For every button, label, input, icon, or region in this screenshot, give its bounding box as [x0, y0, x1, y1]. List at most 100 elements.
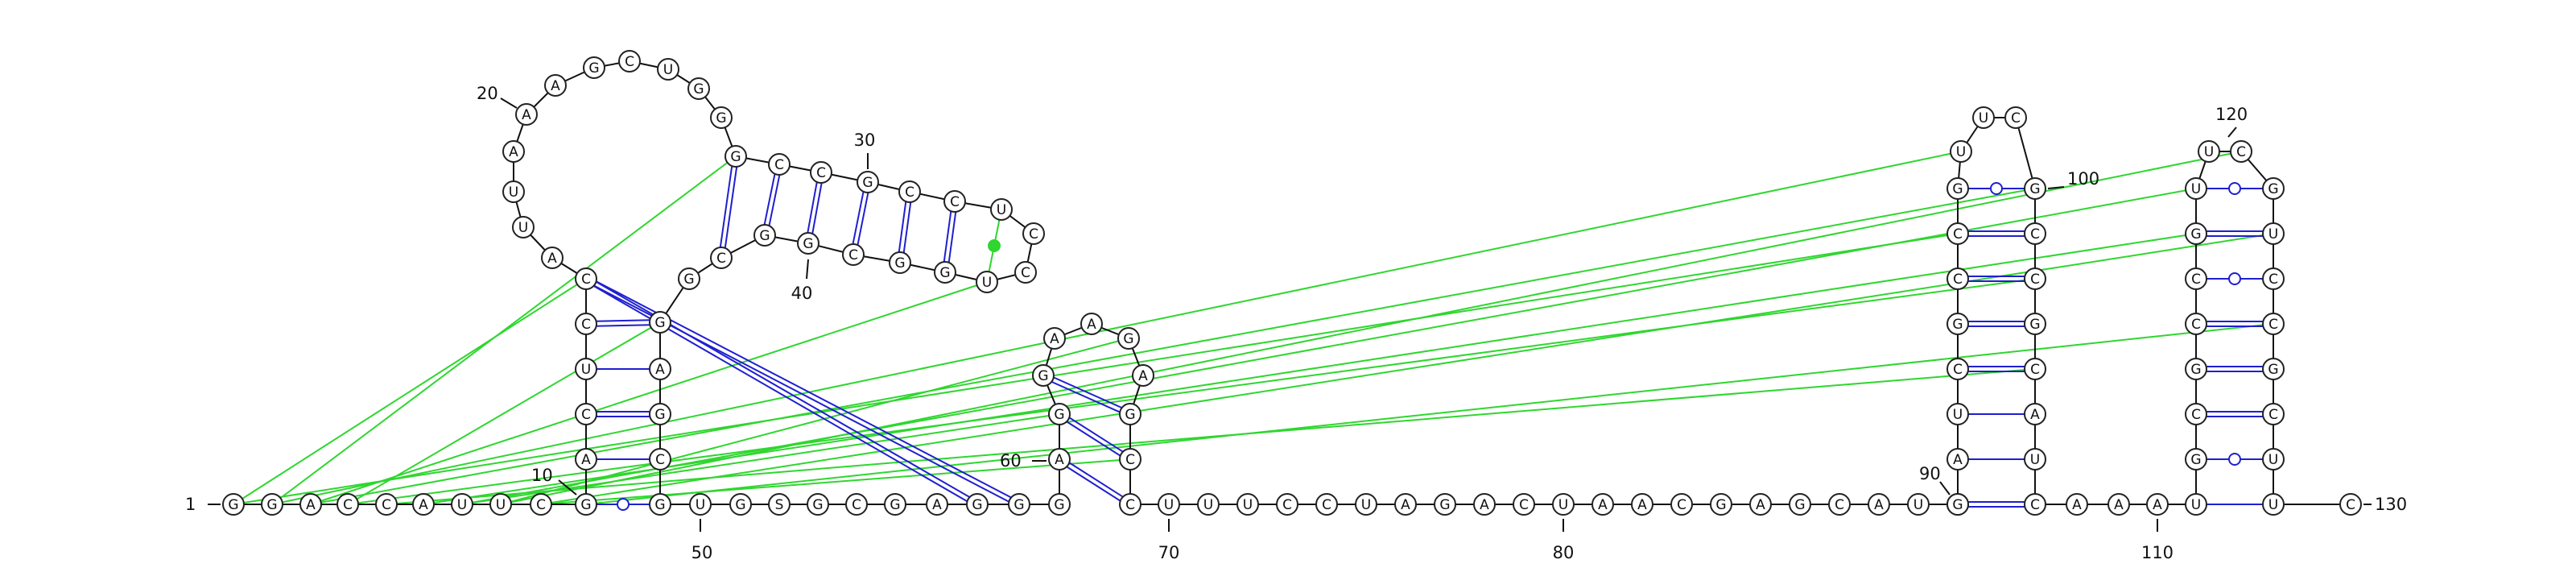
pseudoknot-line	[310, 188, 2036, 505]
nucleotide-circle	[857, 171, 879, 193]
nucleotide-130: C	[2339, 493, 2362, 516]
nucleotide-base: C	[536, 497, 546, 513]
nucleotide-circle	[753, 224, 776, 247]
nucleotide-92: U	[1946, 403, 1969, 425]
nucleotide-base: A	[306, 497, 316, 513]
nucleotide-circle	[1394, 493, 1417, 516]
nucleotide-107: U	[2024, 448, 2046, 471]
base-pair-line	[718, 155, 735, 258]
nucleotide-125: C	[2262, 313, 2285, 335]
nucleotide-9: C	[530, 493, 552, 516]
pseudoknot-line	[461, 188, 2197, 505]
nucleotide-circle	[1631, 493, 1653, 516]
nucleotide-base: C	[905, 184, 914, 201]
gu-wobble-marker	[2228, 272, 2241, 285]
nucleotide-100: C	[2004, 106, 2027, 129]
nucleotide-circle	[1868, 493, 1890, 516]
base-pair-line	[809, 172, 824, 244]
nucleotide-circle	[2024, 177, 2046, 200]
nucleotide-circle	[1158, 493, 1180, 516]
nucleotide-circle	[689, 493, 712, 516]
nucleotide-base: A	[1874, 497, 1884, 513]
nucleotide-52: G	[807, 493, 829, 516]
position-label: 10	[531, 466, 553, 485]
nucleotide-circle	[1197, 493, 1220, 516]
nucleotide-circle	[2185, 493, 2207, 516]
base-pair-line	[586, 323, 661, 327]
nucleotide-93: C	[1946, 358, 1969, 380]
nucleotide-50: G	[729, 493, 752, 516]
nucleotide-base: G	[972, 497, 982, 513]
nucleotide-circle	[575, 493, 597, 516]
nucleotide-base: A	[2030, 407, 2040, 423]
base-pair-line	[1042, 376, 1130, 417]
nucleotide-27: G	[724, 145, 747, 168]
nucleotide-87: A	[1868, 493, 1890, 516]
gu-wobble-marker	[617, 498, 630, 511]
nucleotide-base: C	[2030, 272, 2040, 288]
nucleotide-79: U	[1552, 493, 1575, 516]
nucleotide-circle	[1355, 493, 1377, 516]
nucleotide-129: U	[2262, 493, 2285, 516]
position-label: 50	[691, 543, 713, 562]
base-pair-line	[850, 181, 867, 255]
nucleotide-circle	[2024, 358, 2046, 380]
base-pair-line	[762, 164, 778, 235]
nucleotide-base: U	[1956, 144, 1966, 160]
nucleotide-37: G	[934, 261, 956, 284]
nucleotide-102: C	[2024, 222, 2046, 245]
nucleotide-28: C	[768, 153, 791, 176]
nucleotide-circle	[657, 58, 679, 81]
nucleotide-base: A	[655, 362, 665, 378]
nucleotide-circle	[943, 190, 966, 213]
nucleotide-base: U	[2268, 497, 2278, 513]
position-label: 110	[2141, 543, 2174, 562]
nucleotide-circle	[1132, 364, 1154, 387]
nucleotide-base: C	[343, 497, 353, 513]
nucleotide-47: C	[649, 448, 671, 471]
nucleotide-base: G	[654, 497, 665, 513]
nucleotide-circle	[515, 103, 538, 126]
nucleotide-12: C	[575, 403, 597, 425]
nucleotide-base: C	[1677, 497, 1686, 513]
nucleotide-circle	[530, 493, 552, 516]
nucleotide-base: U	[581, 362, 591, 378]
nucleotide-base: U	[1361, 497, 1371, 513]
nucleotide-circle	[336, 493, 359, 516]
nucleotide-122: G	[2262, 177, 2285, 200]
nucleotide-45: A	[649, 358, 671, 380]
nucleotide-17: U	[512, 216, 535, 238]
nucleotide-40: G	[797, 232, 819, 255]
nucleotide-8: U	[489, 493, 512, 516]
nucleotide-base: A	[1480, 497, 1489, 513]
nucleotide-circle	[2185, 313, 2207, 335]
gu-wobble-marker	[1990, 182, 2003, 195]
nucleotide-base: G	[654, 407, 665, 423]
nucleotide-circle	[2004, 106, 2027, 129]
nucleotide-circle	[2185, 358, 2207, 380]
nucleotide-circle	[2262, 313, 2285, 335]
nucleotide-86: C	[1828, 493, 1851, 516]
nucleotide-base: C	[2011, 110, 2021, 126]
nucleotide-70: U	[1197, 493, 1220, 516]
nucleotide-circle	[1591, 493, 1614, 516]
nucleotide-circle	[261, 493, 283, 516]
nucleotide-circle	[2185, 403, 2207, 425]
nucleotide-circle	[966, 493, 989, 516]
nucleotide-1: G	[222, 493, 245, 516]
nucleotide-base: U	[663, 62, 673, 78]
nucleotide-base: S	[775, 497, 784, 513]
nucleotide-base: U	[1243, 497, 1253, 513]
nucleotide-120: U	[2198, 140, 2220, 163]
nucleotide-29: C	[810, 161, 832, 184]
nucleotide-circle	[649, 311, 671, 334]
nucleotide-circle	[1946, 358, 1969, 380]
nucleotide-4: C	[336, 493, 359, 516]
nucleotide-circle	[649, 358, 671, 380]
nucleotide-circle	[1946, 222, 1969, 245]
nucleotide-65: A	[1132, 364, 1154, 387]
nucleotide-base: G	[812, 497, 823, 513]
nucleotide-circle	[2024, 448, 2046, 471]
nucleotide-31: C	[898, 180, 921, 203]
base-pair-line	[1057, 460, 1129, 508]
